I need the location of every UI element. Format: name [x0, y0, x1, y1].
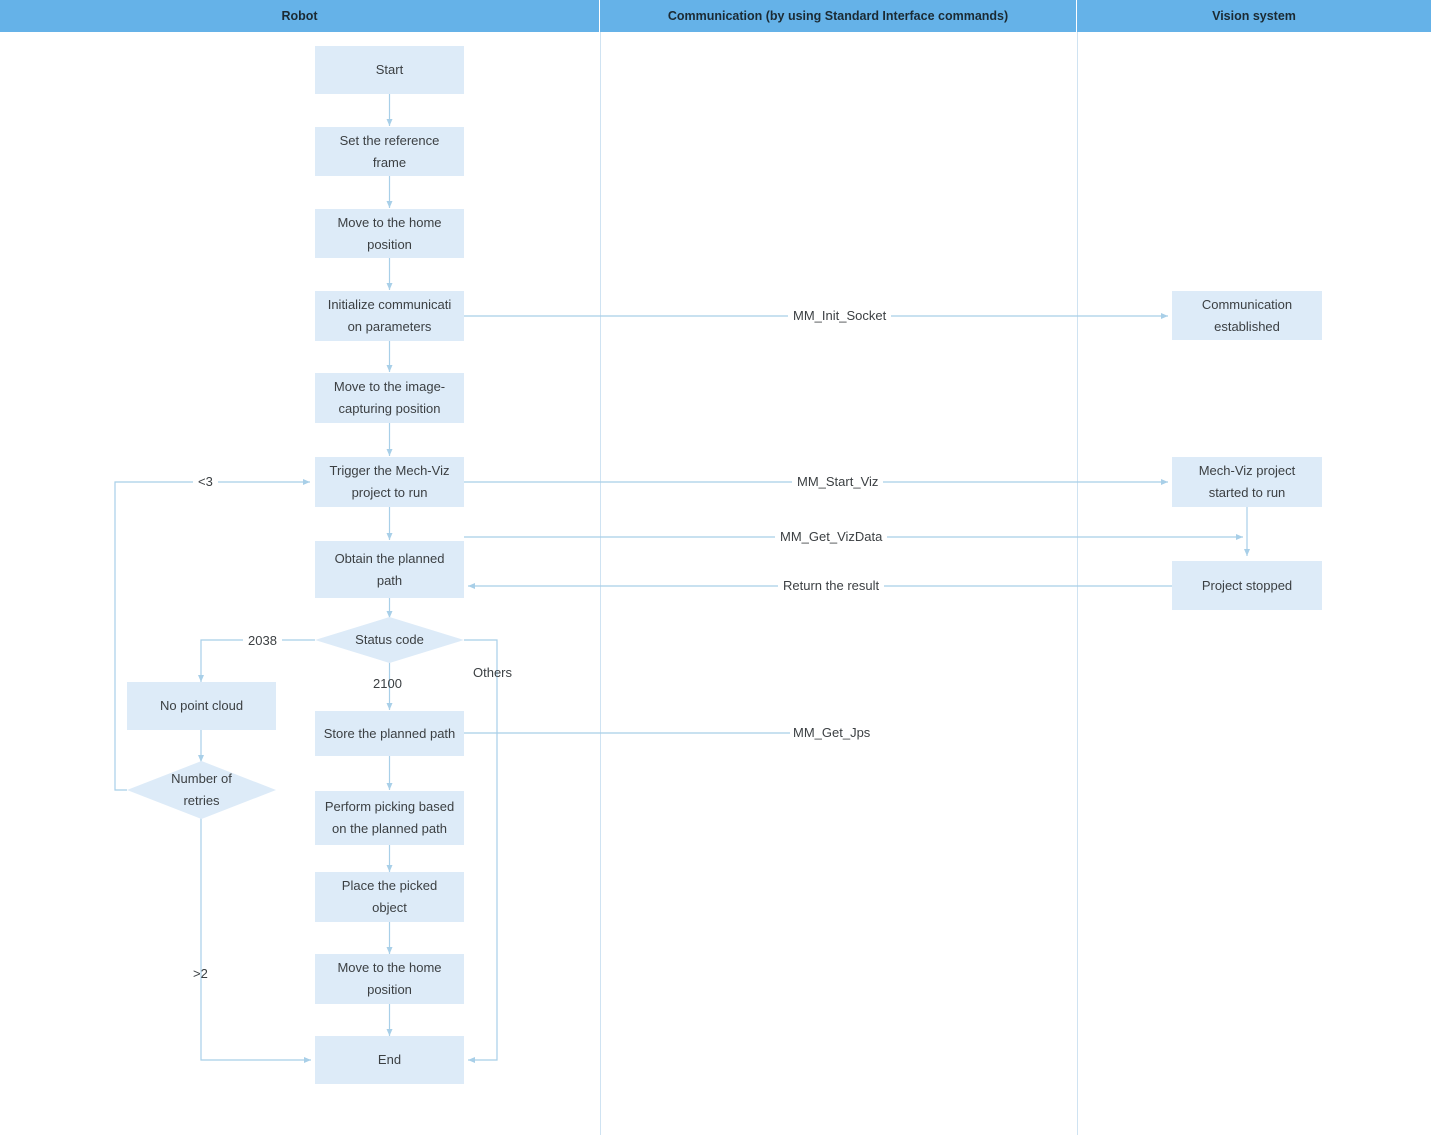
branch-label-retries-lt3: <3	[193, 474, 218, 489]
node-store-path-label: Store the planned path	[323, 725, 456, 741]
node-retries-label-line2: retries	[183, 793, 220, 808]
node-obtain-the-planned-path[interactable]: Obtain the planned path	[315, 541, 464, 598]
node-move-home-1-label-line1: Move to the home	[337, 214, 442, 230]
message-label-mm-get-vizdata: MM_Get_VizData	[775, 529, 888, 544]
lane-divider-robot-communication	[600, 32, 601, 1135]
node-perform-pick-label-line1: Perform picking based	[324, 799, 455, 814]
lane-divider-communication-vision	[1077, 32, 1078, 1135]
lane-header-communication-label: Communication (by using Standard Interfa…	[667, 9, 1009, 23]
node-perform-pick-label-line2: on the planned path	[332, 821, 447, 836]
node-set-reference-frame-label-line1: Set the reference	[339, 132, 440, 148]
node-project-stopped-label: Project stopped	[1201, 577, 1293, 593]
node-comm-established-label-line1: Communication	[1201, 296, 1293, 312]
branch-label-status-others: Others	[473, 665, 512, 680]
node-move-home-2-label-line1: Move to the home	[337, 960, 442, 975]
branch-gt2-text: >2	[193, 966, 208, 981]
node-init-comm-label-line1: Initialize communicati	[327, 297, 452, 312]
node-move-capture-label-line2: capturing position	[338, 401, 441, 416]
mm-init-socket-text: MM_Init_Socket	[793, 308, 887, 323]
node-obtain-path-label-line1: Obtain the planned	[334, 550, 445, 566]
node-end-label: End	[377, 1052, 402, 1067]
node-move-home-1-label-line2: position	[367, 236, 412, 252]
node-retries-label-line1: Number of	[171, 771, 232, 786]
branch-2038-text: 2038	[248, 633, 277, 648]
node-trigger-mech-viz-project[interactable]: Trigger the Mech-Viz project to run	[315, 457, 464, 507]
branch-label-status-2100: 2100	[373, 676, 402, 691]
mm-start-viz-text: MM_Start_Viz	[797, 474, 879, 489]
message-label-mm-get-jps: MM_Get_Jps	[793, 725, 870, 740]
node-place-object-label-line1: Place the picked	[341, 878, 438, 893]
message-label-return-the-result: Return the result	[778, 578, 885, 593]
node-trigger-viz-label-line2: project to run	[351, 485, 428, 500]
edge-status-others-to-end	[464, 639, 498, 1063]
lane-header-vision-label: Vision system	[1212, 9, 1296, 23]
branch-label-retries-gt2: >2	[193, 966, 208, 981]
lane-header-robot: Robot	[0, 0, 600, 32]
node-set-reference-frame-label-line2: frame	[372, 154, 407, 170]
node-perform-picking[interactable]: Perform picking based on the planned pat…	[315, 791, 464, 845]
node-mechviz-started-label-line2: started to run	[1208, 485, 1286, 500]
node-store-the-planned-path[interactable]: Store the planned path	[315, 711, 464, 756]
message-label-mm-start-viz: MM_Start_Viz	[792, 474, 884, 489]
node-init-comm-label-line2: on parameters	[347, 319, 432, 334]
mm-get-vizdata-text: MM_Get_VizData	[780, 529, 883, 544]
edge-retries-gt2-to-end	[200, 818, 311, 1063]
branch-label-status-2038: 2038	[243, 633, 282, 648]
node-mech-viz-project-started[interactable]: Mech-Viz project started to run	[1172, 457, 1322, 507]
return-the-result-text: Return the result	[783, 578, 880, 593]
node-set-reference-frame[interactable]: Set the reference frame	[315, 127, 464, 176]
node-initialize-communication-parameters[interactable]: Initialize communicati on parameters	[315, 291, 464, 341]
branch-lt3-text: <3	[198, 474, 213, 489]
node-obtain-path-label-line2: path	[376, 572, 403, 588]
node-end[interactable]: End	[315, 1036, 464, 1084]
swimlane-header-bar: Robot Communication (by using Standard I…	[0, 0, 1431, 32]
node-project-stopped[interactable]: Project stopped	[1172, 561, 1322, 610]
mm-get-jps-text: MM_Get_Jps	[793, 725, 871, 740]
message-label-mm-init-socket: MM_Init_Socket	[788, 308, 892, 323]
node-start[interactable]: Start	[315, 46, 464, 94]
node-communication-established[interactable]: Communication established	[1172, 291, 1322, 340]
node-comm-established-label-line2: established	[1214, 318, 1280, 334]
lane-header-robot-label: Robot	[281, 9, 318, 23]
node-trigger-viz-label-line1: Trigger the Mech-Viz	[329, 463, 450, 478]
node-move-to-home-position-2[interactable]: Move to the home position	[315, 954, 464, 1004]
node-place-the-picked-object[interactable]: Place the picked object	[315, 872, 464, 922]
node-place-object-label-line2: object	[372, 900, 407, 915]
node-mechviz-started-label-line1: Mech-Viz project	[1198, 463, 1296, 478]
node-move-to-home-position-1[interactable]: Move to the home position	[315, 209, 464, 258]
lane-header-communication: Communication (by using Standard Interfa…	[600, 0, 1077, 32]
branch-others-text: Others	[473, 665, 513, 680]
node-no-point-cloud[interactable]: No point cloud	[127, 682, 276, 730]
node-move-home-2-label-line2: position	[367, 982, 412, 997]
node-move-capture-label-line1: Move to the image-	[333, 379, 446, 394]
node-start-label: Start	[375, 62, 404, 77]
lane-header-vision: Vision system	[1077, 0, 1431, 32]
node-status-code-label: Status code	[355, 632, 424, 647]
branch-2100-text: 2100	[373, 676, 402, 691]
node-no-point-cloud-label: No point cloud	[159, 698, 244, 713]
node-move-to-image-capturing-position[interactable]: Move to the image- capturing position	[315, 373, 464, 423]
